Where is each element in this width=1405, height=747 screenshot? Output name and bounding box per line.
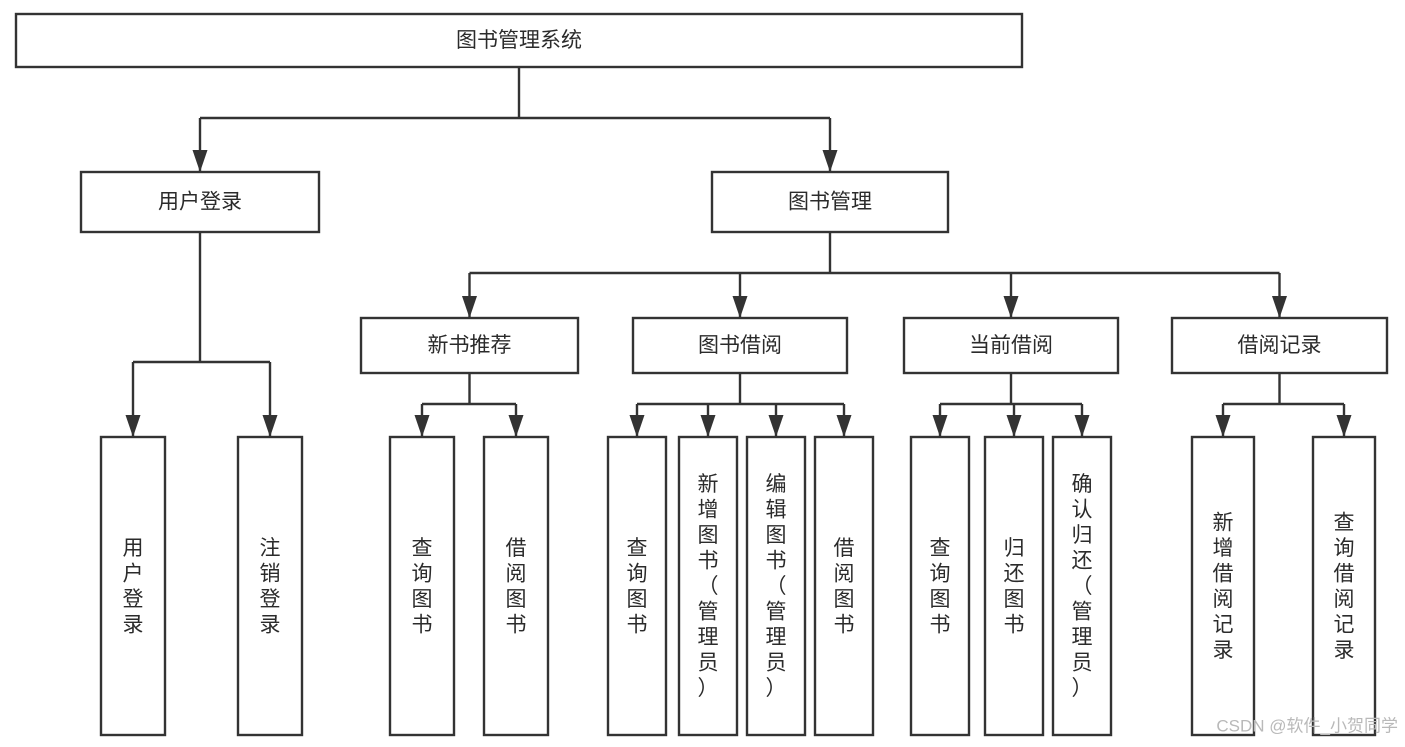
- borrow-record-arrow-0: [1215, 415, 1231, 437]
- node-label-leaf-return-book: 归还图书: [1004, 537, 1025, 637]
- node-leaf-return-book[interactable]: 归还图书: [983, 435, 1045, 737]
- user-login-arrow-0: [125, 415, 141, 437]
- node-leaf-edit-book[interactable]: 编辑图书（管理员）: [745, 435, 807, 737]
- node-borrow-record[interactable]: 借阅记录: [1170, 316, 1389, 375]
- node-box-user-login[interactable]: [79, 170, 321, 234]
- node-box-borrow-record[interactable]: [1170, 316, 1389, 375]
- node-label-leaf-query-book-borrow: 查询图书: [627, 537, 648, 637]
- node-label-root: 图书管理系统: [456, 29, 582, 52]
- node-user-login[interactable]: 用户登录: [79, 170, 321, 234]
- node-box-new-book-recommend[interactable]: [359, 316, 580, 375]
- node-box-leaf-add-borrow-record[interactable]: [1190, 435, 1256, 737]
- node-root[interactable]: 图书管理系统: [14, 12, 1024, 69]
- node-box-leaf-confirm-return[interactable]: [1051, 435, 1113, 737]
- node-leaf-confirm-return[interactable]: 确认归还（管理员）: [1051, 435, 1113, 737]
- node-label-leaf-borrow-book-recommend: 借阅图书: [506, 537, 527, 637]
- node-box-leaf-query-book-recommend[interactable]: [388, 435, 456, 737]
- node-leaf-add-borrow-record[interactable]: 新增借阅记录: [1190, 435, 1256, 737]
- node-box-leaf-borrow-book-recommend[interactable]: [482, 435, 550, 737]
- node-label-leaf-edit-book: 编辑图书（管理员）: [766, 473, 787, 700]
- book-borrow-arrow-0: [629, 415, 645, 437]
- node-box-leaf-add-book[interactable]: [677, 435, 739, 737]
- node-new-book-recommend[interactable]: 新书推荐: [359, 316, 580, 375]
- node-leaf-add-book[interactable]: 新增图书（管理员）: [677, 435, 739, 737]
- current-borrow-arrow-0: [932, 415, 948, 437]
- node-layer: 图书管理系统用户登录图书管理新书推荐图书借阅当前借阅借阅记录用户登录注销登录查询…: [14, 12, 1389, 737]
- node-label-book-borrow: 图书借阅: [698, 334, 782, 357]
- book-manage-arrow-2: [1003, 296, 1019, 318]
- node-box-leaf-query-borrow-record[interactable]: [1311, 435, 1377, 737]
- node-box-root[interactable]: [14, 12, 1024, 69]
- node-box-leaf-return-book[interactable]: [983, 435, 1045, 737]
- node-label-leaf-logout: 注销登录: [260, 537, 281, 637]
- connector-layer: [125, 67, 1352, 437]
- node-box-book-manage[interactable]: [710, 170, 950, 234]
- node-label-leaf-query-book-recommend: 查询图书: [412, 537, 433, 637]
- node-leaf-user-login[interactable]: 用户登录: [99, 435, 167, 737]
- book-manage-arrow-0: [462, 296, 477, 318]
- node-label-book-manage: 图书管理: [788, 191, 872, 214]
- book-borrow-arrow-3: [836, 415, 852, 437]
- node-label-leaf-confirm-return: 确认归还（管理员）: [1072, 473, 1093, 700]
- node-current-borrow[interactable]: 当前借阅: [902, 316, 1120, 375]
- node-leaf-query-book-current[interactable]: 查询图书: [909, 435, 971, 737]
- node-leaf-borrow-book[interactable]: 借阅图书: [813, 435, 875, 737]
- node-box-leaf-borrow-book[interactable]: [813, 435, 875, 737]
- new-book-recommend-arrow-1: [508, 415, 524, 437]
- node-label-leaf-query-book-current: 查询图书: [930, 537, 951, 637]
- book-borrow-arrow-1: [700, 415, 716, 437]
- node-box-leaf-query-book-borrow[interactable]: [606, 435, 668, 737]
- new-book-recommend-arrow-0: [414, 415, 430, 437]
- node-label-borrow-record: 借阅记录: [1238, 334, 1322, 357]
- node-label-user-login: 用户登录: [158, 191, 242, 214]
- node-label-leaf-add-borrow-record: 新增借阅记录: [1213, 511, 1234, 662]
- root-arrow-0: [192, 150, 208, 172]
- borrow-record-arrow-1: [1336, 415, 1352, 437]
- current-borrow-arrow-2: [1074, 415, 1090, 437]
- node-leaf-query-borrow-record[interactable]: 查询借阅记录: [1311, 435, 1377, 737]
- node-label-leaf-add-book: 新增图书（管理员）: [698, 473, 719, 700]
- node-box-leaf-query-book-current[interactable]: [909, 435, 971, 737]
- node-label-new-book-recommend: 新书推荐: [428, 334, 512, 357]
- node-label-current-borrow: 当前借阅: [969, 334, 1053, 357]
- node-label-leaf-borrow-book: 借阅图书: [834, 537, 855, 637]
- root-arrow-1: [822, 150, 838, 172]
- node-label-leaf-query-borrow-record: 查询借阅记录: [1334, 511, 1355, 662]
- user-login-arrow-1: [262, 415, 278, 437]
- node-box-leaf-edit-book[interactable]: [745, 435, 807, 737]
- node-leaf-logout[interactable]: 注销登录: [236, 435, 304, 737]
- node-label-leaf-user-login: 用户登录: [123, 537, 144, 637]
- node-leaf-query-book-borrow[interactable]: 查询图书: [606, 435, 668, 737]
- book-manage-arrow-3: [1272, 296, 1287, 318]
- book-borrow-arrow-2: [768, 415, 784, 437]
- node-box-book-borrow[interactable]: [631, 316, 849, 375]
- node-box-leaf-logout[interactable]: [236, 435, 304, 737]
- node-leaf-borrow-book-recommend[interactable]: 借阅图书: [482, 435, 550, 737]
- node-book-borrow[interactable]: 图书借阅: [631, 316, 849, 375]
- node-box-current-borrow[interactable]: [902, 316, 1120, 375]
- node-box-leaf-user-login[interactable]: [99, 435, 167, 737]
- current-borrow-arrow-1: [1006, 415, 1022, 437]
- csdn-watermark: CSDN @软件_小贺同学: [1216, 716, 1398, 735]
- book-manage-arrow-1: [732, 296, 748, 318]
- node-book-manage[interactable]: 图书管理: [710, 170, 950, 234]
- node-leaf-query-book-recommend[interactable]: 查询图书: [388, 435, 456, 737]
